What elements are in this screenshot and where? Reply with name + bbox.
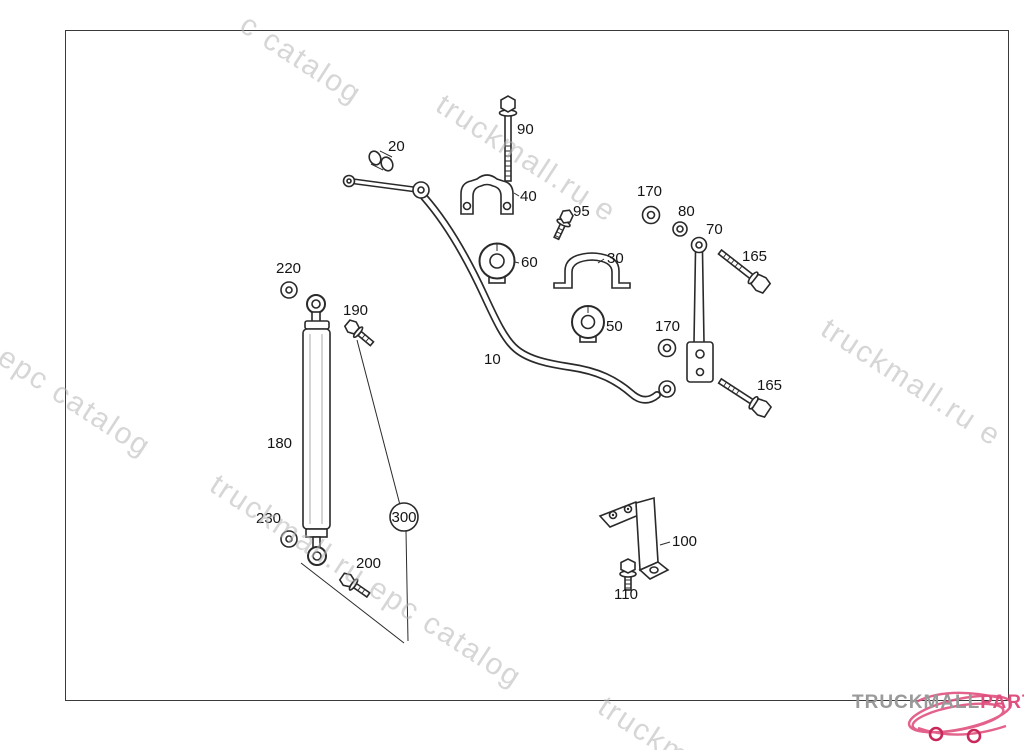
part-label-165-lower: 165 xyxy=(757,377,782,394)
part-165-bolt-lower xyxy=(717,377,773,419)
part-110-bolt xyxy=(619,558,637,591)
part-70-link xyxy=(686,236,714,383)
part-300-group-circle xyxy=(389,502,419,532)
part-label-60: 60 xyxy=(521,254,538,271)
part-label-80: 80 xyxy=(678,203,695,220)
part-label-180: 180 xyxy=(267,435,292,452)
part-40-clamp xyxy=(460,174,520,215)
part-label-220: 220 xyxy=(276,260,301,277)
part-label-165-upper: 165 xyxy=(742,248,767,265)
part-label-190: 190 xyxy=(343,302,368,319)
part-label-110: 110 xyxy=(614,586,638,603)
part-10-stabilizer-bar xyxy=(342,174,676,404)
part-label-200: 200 xyxy=(356,555,381,572)
brand-logo: TRUCKMALLPARTS xyxy=(852,692,1024,714)
logo-parts-text: PARTS xyxy=(980,692,1024,713)
part-label-95: 95 xyxy=(573,203,590,220)
part-50-bushing xyxy=(571,305,605,343)
part-165-bolt-upper xyxy=(717,248,772,295)
part-label-20: 20 xyxy=(388,138,405,155)
part-label-170-upper: 170 xyxy=(637,183,662,200)
part-label-100: 100 xyxy=(672,533,697,550)
part-20-bushing xyxy=(368,150,394,172)
part-170-washer-upper xyxy=(641,205,661,225)
part-200-bolt xyxy=(338,572,371,599)
part-230-washer xyxy=(280,530,298,548)
part-95-bolt xyxy=(553,209,574,241)
part-100-bracket xyxy=(598,496,671,580)
part-label-50: 50 xyxy=(606,318,623,335)
part-label-230: 230 xyxy=(256,510,281,527)
part-30-bracket xyxy=(553,252,631,289)
part-80-bushing xyxy=(672,221,688,237)
part-220-washer xyxy=(280,281,298,299)
part-60-bushing xyxy=(478,242,520,284)
part-190-bolt xyxy=(343,319,375,347)
part-label-70: 70 xyxy=(706,221,723,238)
assembly-300-leader-lines xyxy=(300,339,409,644)
part-label-10: 10 xyxy=(484,351,501,368)
frame-border xyxy=(65,30,1009,701)
part-180-shock-absorber xyxy=(302,294,331,566)
part-170-washer-lower xyxy=(657,338,677,358)
part-label-90: 90 xyxy=(517,121,534,138)
part-label-40: 40 xyxy=(520,188,537,205)
logo-brand-text: TRUCKMALL xyxy=(852,692,981,713)
part-label-170-lower: 170 xyxy=(655,318,680,335)
cart-sketch-icon xyxy=(907,691,1013,744)
part-90-bolt xyxy=(498,95,518,182)
part-label-300: 300 xyxy=(391,509,416,526)
part-label-30: 30 xyxy=(607,250,624,267)
